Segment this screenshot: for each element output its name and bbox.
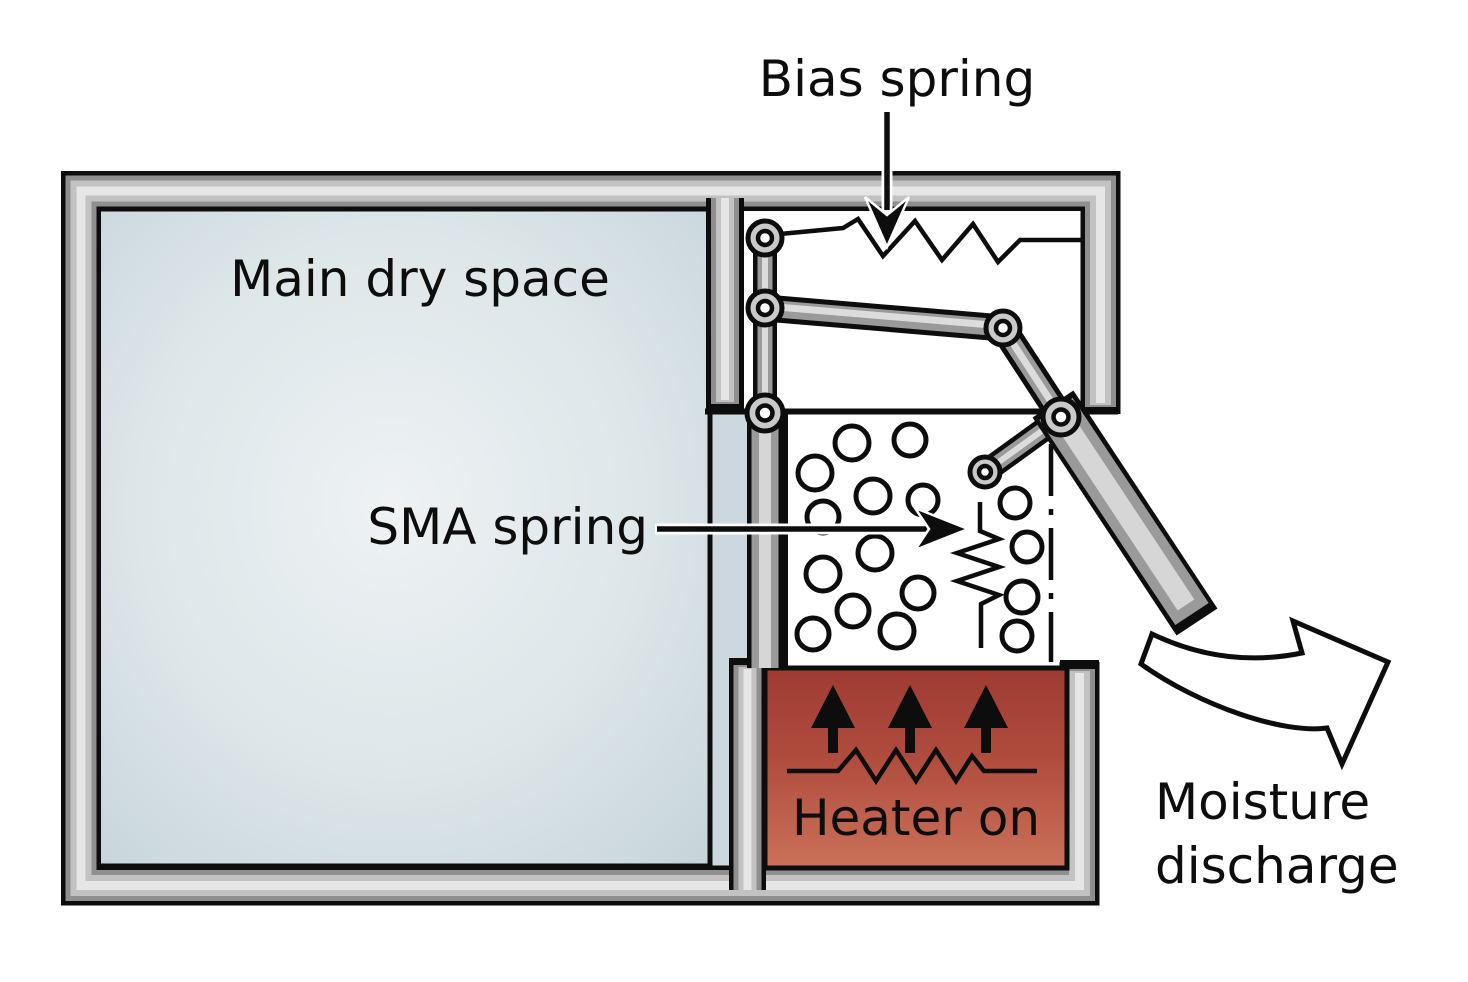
joint-pin [745,218,785,258]
bias-spring-callout: Bias spring [759,50,1035,251]
joint-pin [744,392,786,434]
sma-spring-label: SMA spring [367,498,648,556]
joint-pins [744,218,1082,490]
down-arrow-icon [863,112,911,251]
moisture-discharge-callout: Moisture discharge [1137,616,1399,895]
flap-door [1032,390,1218,636]
curved-arrow-icon [1137,616,1392,771]
outer-wall [61,171,1121,906]
heater-box: Heater on [762,665,1070,871]
long-arm-link [751,294,1017,342]
joint-pin [967,454,1003,490]
heater-label: Heater on [792,789,1040,847]
up-arrow-icon [811,685,1008,753]
sma-spring-coil [949,502,1007,648]
moisture-bubbles [794,421,1045,654]
joint-pin [983,308,1023,348]
linkage-mechanism [744,218,1218,668]
moisture-discharge-label-line1: Moisture [1155,773,1370,831]
heater-element [787,745,1037,786]
main-dry-space-label: Main dry space [230,250,610,308]
moisture-discharge-label-line2: discharge [1155,837,1399,895]
sma-spring-callout: SMA spring [367,498,972,556]
joint-pin [745,288,785,328]
bias-spring-coil [779,215,1085,266]
bias-spring-label: Bias spring [759,50,1035,108]
joint-pin [1040,396,1082,438]
right-wall-top-cap [1060,660,1099,667]
right-arrow-icon [655,505,972,553]
